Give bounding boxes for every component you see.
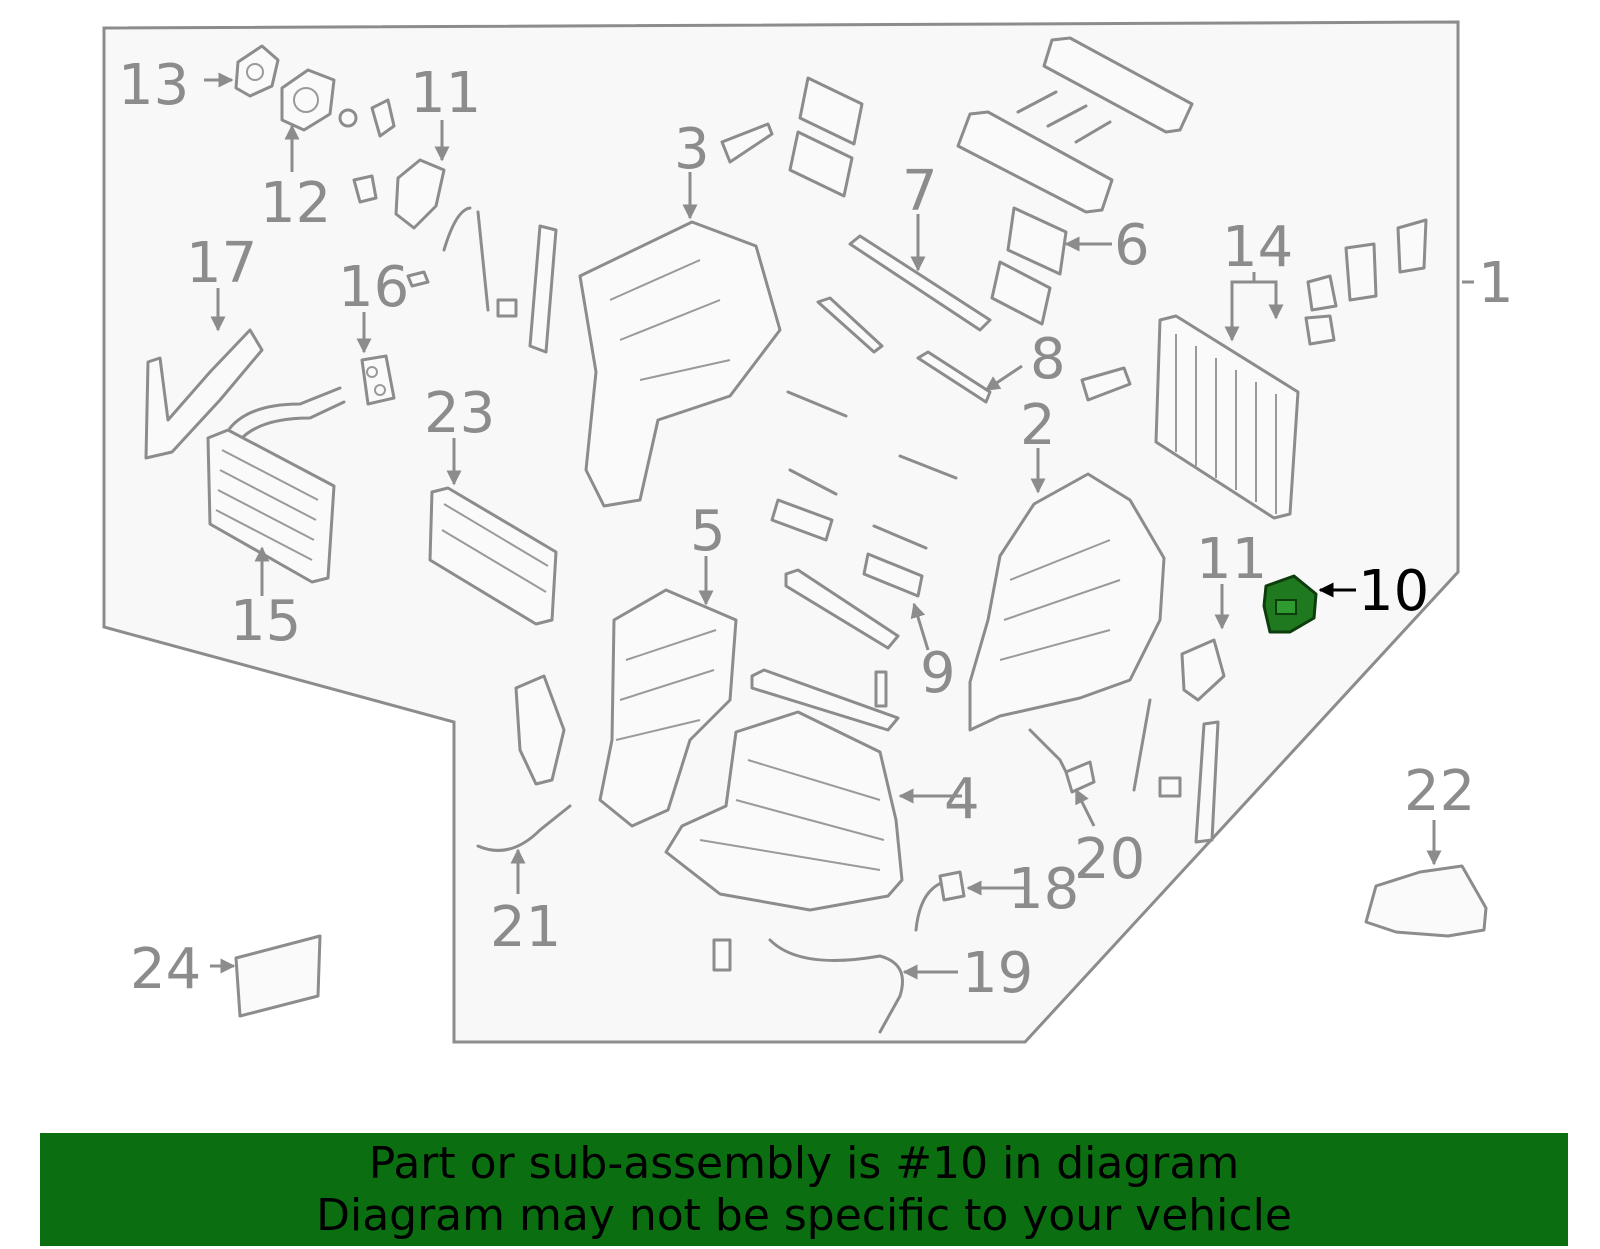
callout-10: 10 bbox=[1358, 559, 1429, 624]
part-10-highlighted bbox=[1262, 574, 1318, 634]
callout-1: 1 bbox=[1478, 251, 1514, 316]
callout-17: 17 bbox=[186, 231, 257, 296]
callout-11-top: 11 bbox=[410, 61, 481, 126]
callout-16: 16 bbox=[338, 255, 409, 320]
part-24-module bbox=[234, 934, 322, 1018]
callout-5: 5 bbox=[690, 499, 726, 564]
part-4-lower-case bbox=[664, 710, 904, 912]
part-12-gear bbox=[280, 68, 396, 138]
callout-22: 22 bbox=[1404, 759, 1475, 824]
part-11-actuator-top bbox=[352, 158, 558, 354]
part-21-hose bbox=[476, 674, 572, 852]
part-7-shaft bbox=[848, 234, 992, 332]
callout-18: 18 bbox=[1008, 857, 1079, 922]
callout-15: 15 bbox=[230, 589, 301, 654]
part-16-grommet bbox=[360, 270, 430, 406]
part-15-heater-core bbox=[206, 386, 346, 584]
callout-21: 21 bbox=[490, 895, 561, 960]
part-22-duct bbox=[1364, 864, 1488, 938]
leader-lines bbox=[204, 72, 1474, 980]
banner-line-2: Diagram may not be specific to your vehi… bbox=[316, 1189, 1292, 1241]
callout-4: 4 bbox=[944, 767, 980, 832]
part-3-upper-housing bbox=[578, 122, 782, 508]
part-13-actuator bbox=[234, 44, 280, 98]
callout-3: 3 bbox=[674, 117, 710, 182]
banner-line-1: Part or sub-assembly is #10 in diagram bbox=[368, 1137, 1240, 1189]
top-gaskets bbox=[956, 36, 1194, 214]
callout-6: 6 bbox=[1114, 213, 1150, 278]
callout-14: 14 bbox=[1222, 215, 1293, 280]
callout-7: 7 bbox=[902, 159, 938, 224]
callout-12: 12 bbox=[260, 171, 331, 236]
callout-2: 2 bbox=[1020, 393, 1056, 458]
pins bbox=[786, 366, 1132, 550]
callout-20: 20 bbox=[1074, 827, 1145, 892]
info-banner: Part or sub-assembly is #10 in diagram D… bbox=[40, 1133, 1568, 1246]
assembly-boundary bbox=[102, 20, 1460, 1044]
callout-11-right: 11 bbox=[1196, 527, 1267, 592]
door-panels bbox=[788, 76, 864, 198]
part-19-wire bbox=[712, 938, 904, 1034]
part-6-door bbox=[990, 206, 1068, 326]
callout-8: 8 bbox=[1030, 327, 1066, 392]
callout-23: 23 bbox=[424, 381, 495, 446]
part-18-sensor bbox=[914, 870, 966, 932]
part-14-evaporator bbox=[1154, 218, 1428, 520]
part-17-duct bbox=[144, 328, 264, 460]
callout-24: 24 bbox=[130, 937, 201, 1002]
part-8-link bbox=[816, 296, 992, 404]
part-9-slat bbox=[750, 498, 924, 732]
part-2-main-housing bbox=[968, 472, 1166, 732]
part-23-filter bbox=[428, 486, 558, 626]
part-11-actuator-right bbox=[1132, 638, 1226, 844]
callout-13: 13 bbox=[118, 53, 189, 118]
callout-9: 9 bbox=[920, 641, 956, 706]
part-20-sensor bbox=[1028, 728, 1096, 794]
callout-19: 19 bbox=[962, 941, 1033, 1006]
